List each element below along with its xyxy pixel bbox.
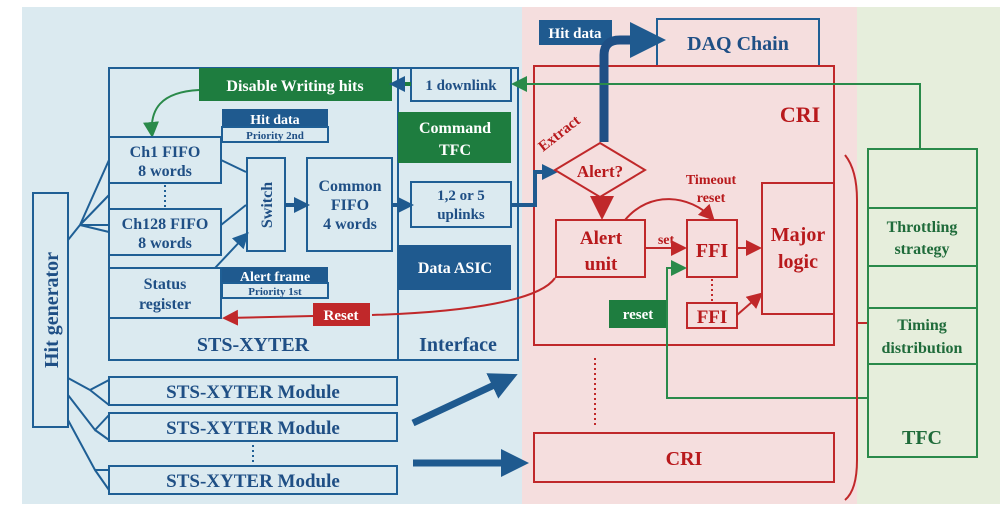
tfc-dividers: [868, 207, 977, 365]
common-fifo-l2: FIFO: [331, 197, 369, 214]
daq-chain-label: DAQ Chain: [687, 33, 789, 55]
timing-l1: Timing: [897, 317, 947, 334]
module-3-label: STS-XYTER Module: [166, 471, 340, 492]
cri-hit-data-tag: [539, 20, 612, 45]
disable-writing-hits: [199, 68, 392, 101]
reset-tag-cri: [609, 300, 667, 328]
cri-2-label: CRI: [666, 448, 703, 470]
alert-decision-label: Alert?: [577, 162, 623, 181]
interface-block: 1 downlink Command TFC 1,2 or 5 uplinks …: [389, 67, 512, 356]
ch128-fifo: [108, 208, 222, 256]
common-fifo-l3: 4 words: [323, 216, 377, 233]
tfc-block: Throttling strategy Timing distribution …: [867, 148, 978, 458]
major-l2: logic: [778, 251, 818, 273]
hit-data-tag: [222, 109, 328, 127]
ffi2-to-logic-arrow: [736, 292, 764, 316]
ch1-words: 8 words: [138, 163, 192, 180]
cri-title: CRI: [780, 102, 820, 127]
common-fifo-l1: Common: [318, 178, 381, 195]
throttling-l1: Throttling: [887, 219, 958, 236]
priority-2nd-label: Priority 2nd: [246, 130, 304, 142]
command-l2: TFC: [439, 142, 471, 159]
major-logic: [761, 182, 835, 315]
sts-xyter-title: STS-XYTER: [197, 334, 310, 356]
ffi-2-label: FFI: [697, 307, 728, 328]
major-l1: Major: [771, 224, 826, 246]
switch-label: Switch: [259, 182, 276, 228]
disable-writing-label: Disable Writing hits: [226, 78, 363, 95]
interface-title: Interface: [419, 334, 497, 356]
tfc-box: [867, 148, 978, 458]
switch-inputs: [214, 159, 246, 269]
module-1: [108, 376, 398, 406]
status-l2: register: [139, 296, 191, 313]
hit-generator-label: Hit generator: [41, 252, 63, 368]
cri-2: [533, 432, 835, 483]
reset-label: Reset: [324, 308, 359, 324]
fanout-lines: [67, 159, 110, 491]
ffi-2: [686, 302, 738, 329]
tfc-reset-line: [666, 260, 868, 399]
module-3: [108, 465, 398, 495]
reset-tag: [313, 303, 370, 326]
alert-unit-l1: Alert: [580, 228, 623, 249]
uplinks-l2: uplinks: [437, 207, 485, 223]
module-arrow-1: [411, 373, 518, 427]
data-asic: [398, 245, 511, 290]
alert-frame-label: Alert frame: [240, 270, 310, 285]
cri-hit-data-label: Hit data: [549, 26, 602, 42]
module-2: [108, 412, 398, 442]
command-tfc: [398, 112, 511, 163]
data-asic-label: Data ASIC: [418, 260, 492, 277]
timing-l2: distribution: [882, 340, 963, 357]
downlink-label: 1 downlink: [425, 78, 497, 94]
throttling-l2: strategy: [894, 241, 949, 258]
status-l1: Status: [144, 276, 187, 293]
set-label: set: [658, 233, 675, 248]
hit-data-arrow: [599, 22, 666, 142]
module-2-label: STS-XYTER Module: [166, 418, 340, 439]
alert-frame-tag: [222, 267, 328, 283]
uplinks-l1: 1,2 or 5: [437, 188, 485, 204]
ch128-label: Ch128 FIFO: [122, 216, 209, 233]
tfc-title: TFC: [902, 427, 942, 449]
timeout-arrow: [624, 198, 715, 221]
module-list: STS-XYTER Module STS-XYTER Module STS-XY…: [108, 373, 529, 495]
ch1-label: Ch1 FIFO: [130, 144, 201, 161]
ffi-1-label: FFI: [696, 240, 728, 262]
disable-arrow: [143, 89, 200, 138]
uplink-to-alert-arrow: [511, 164, 558, 207]
tfc-downlink-line: [511, 76, 921, 150]
module-1-label: STS-XYTER Module: [166, 382, 340, 403]
cri-reset-label: reset: [623, 307, 654, 323]
command-l1: Command: [419, 120, 491, 137]
cri-panel: [522, 7, 857, 504]
alert-unit-l2: unit: [585, 254, 618, 275]
cri-bracket: [844, 154, 868, 501]
priority-1st-label: Priority 1st: [248, 286, 302, 298]
timeout-l1: Timeout: [686, 173, 737, 188]
ch128-words: 8 words: [138, 235, 192, 252]
hit-data-label: Hit data: [250, 113, 299, 128]
cri-block: Hit data DAQ Chain CRI Extract Alert? Ti…: [511, 18, 921, 501]
timeout-l2: reset: [697, 191, 726, 206]
reset-arrow: [226, 277, 556, 318]
hit-generator: Hit generator: [32, 192, 69, 428]
